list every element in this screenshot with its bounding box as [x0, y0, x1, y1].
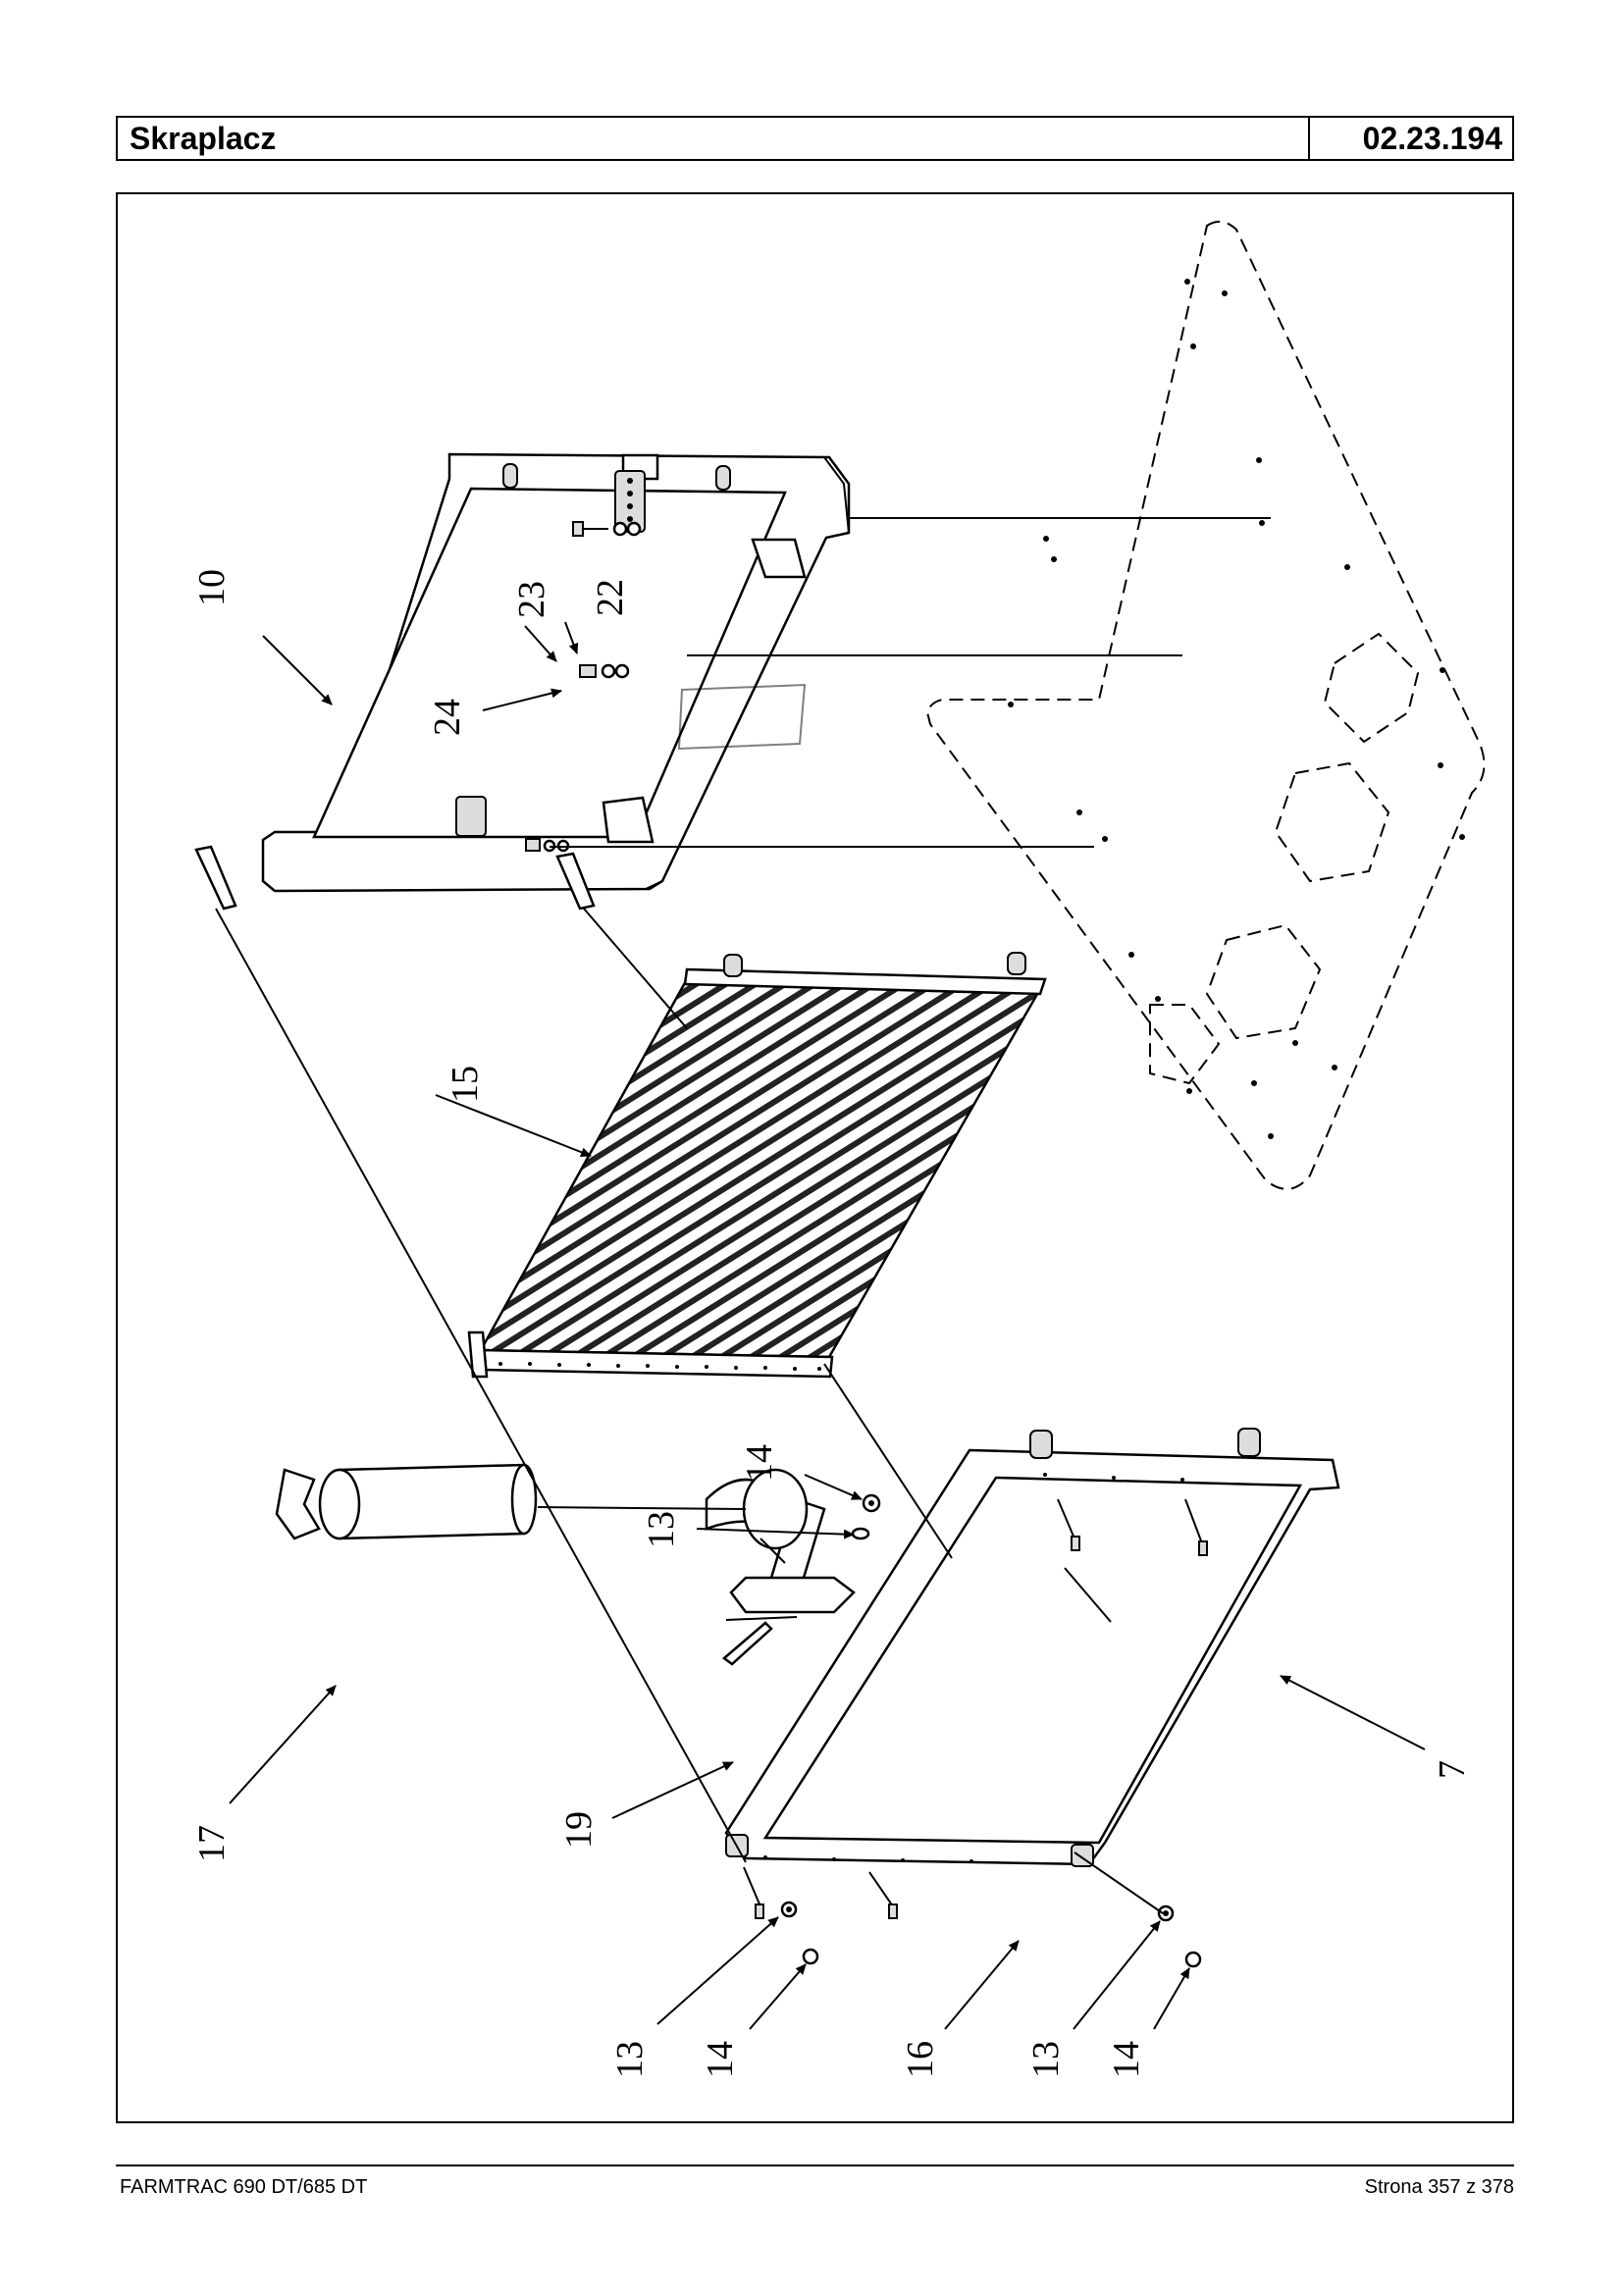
diagram-svg: 10 23 22 24 15 17 19 14 13 7 13 14 16 13…: [191, 220, 1486, 2078]
callout-10: 10: [191, 569, 233, 606]
callout-24: 24: [427, 699, 468, 736]
callout-13-top: 13: [641, 1511, 682, 1548]
dashed-panel: [925, 220, 1486, 1190]
exploded-diagram: 10 23 22 24 15 17 19 14 13 7 13 14 16 13…: [116, 192, 1514, 2123]
callout-19: 19: [558, 1811, 600, 1849]
callout-22: 22: [590, 579, 631, 616]
callout-13-right: 13: [1025, 2041, 1067, 2078]
footer-model: FARMTRAC 690 DT/685 DT: [120, 2176, 368, 2198]
lower-frame: [705, 1428, 1340, 1919]
footer-page-number: Strona 357 z 378: [1364, 2176, 1514, 2198]
footer-divider: [116, 2165, 1514, 2166]
page-title: Skraplacz: [118, 118, 1310, 159]
support-frame: [194, 452, 851, 911]
callout-7: 7: [1432, 1760, 1473, 1779]
callout-13-left: 13: [609, 2041, 651, 2078]
callout-14-top: 14: [739, 1444, 780, 1482]
receiver-drier: [275, 1463, 538, 1540]
header-bar: Skraplacz 02.23.194: [116, 116, 1514, 161]
callout-14-left: 14: [700, 2041, 741, 2078]
leader-lines: [215, 517, 1426, 2030]
callout-15: 15: [445, 1066, 486, 1103]
callout-16: 16: [900, 2041, 941, 2078]
callout-23: 23: [511, 581, 552, 618]
part-code: 02.23.194: [1362, 120, 1502, 156]
callout-14-right: 14: [1106, 2041, 1147, 2078]
condenser-core: [467, 952, 1047, 1379]
callout-labels: 10 23 22 24 15 17 19 14 13 7 13 14 16 13…: [191, 569, 1473, 2078]
callout-17: 17: [191, 1825, 233, 1862]
